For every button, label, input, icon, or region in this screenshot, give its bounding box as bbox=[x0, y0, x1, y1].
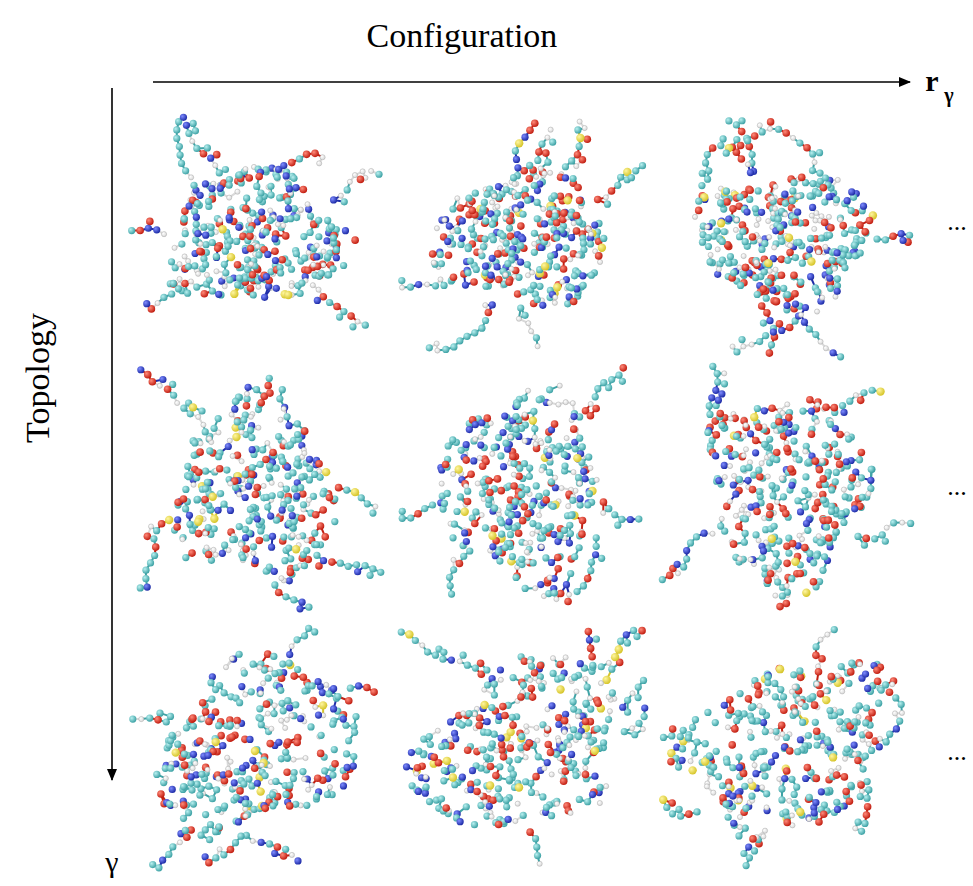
page: {"diagram": {"labels": ["Configuration",… bbox=[0, 0, 973, 886]
